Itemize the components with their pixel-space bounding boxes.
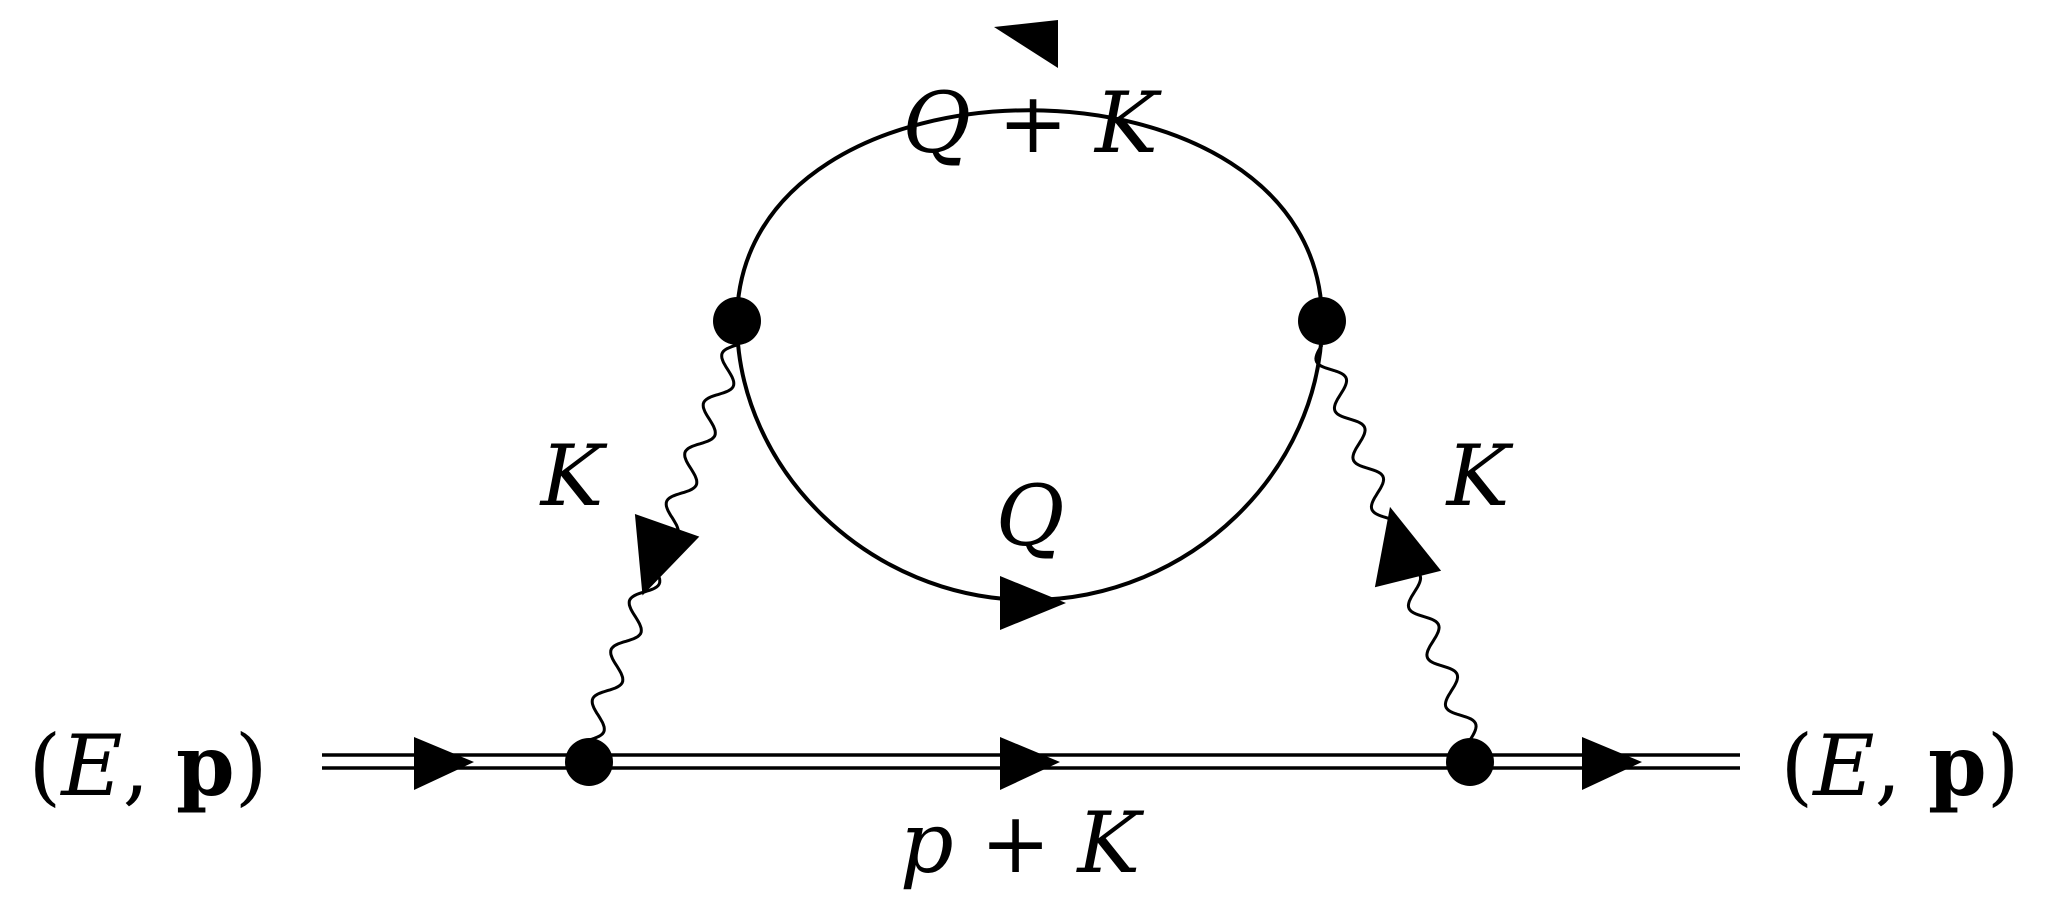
vertex-line-left — [565, 738, 613, 786]
external-right-label: (E, p) — [1780, 716, 2019, 815]
internal-line-arrow — [1000, 737, 1060, 790]
incoming-arrow — [414, 737, 474, 790]
vertex-loop-left — [713, 297, 761, 345]
loop-top-arrow — [994, 20, 1058, 68]
photon-left-label: K — [539, 427, 608, 525]
loop-bottom-arrow — [1000, 576, 1066, 630]
vertex-loop-right — [1298, 297, 1346, 345]
loop-top-label: Q + K — [902, 74, 1162, 172]
loop-bottom-label: Q — [996, 467, 1065, 565]
photon-right-label: K — [1445, 427, 1514, 525]
vertex-line-right — [1446, 738, 1494, 786]
fermion-loop — [734, 108, 1325, 603]
outgoing-arrow — [1582, 737, 1642, 790]
photon-left-arrow — [634, 514, 700, 596]
internal-line-label: p + K — [900, 794, 1145, 892]
external-left-label: (E, p) — [28, 716, 267, 815]
photon-right-arrow — [1374, 506, 1442, 588]
